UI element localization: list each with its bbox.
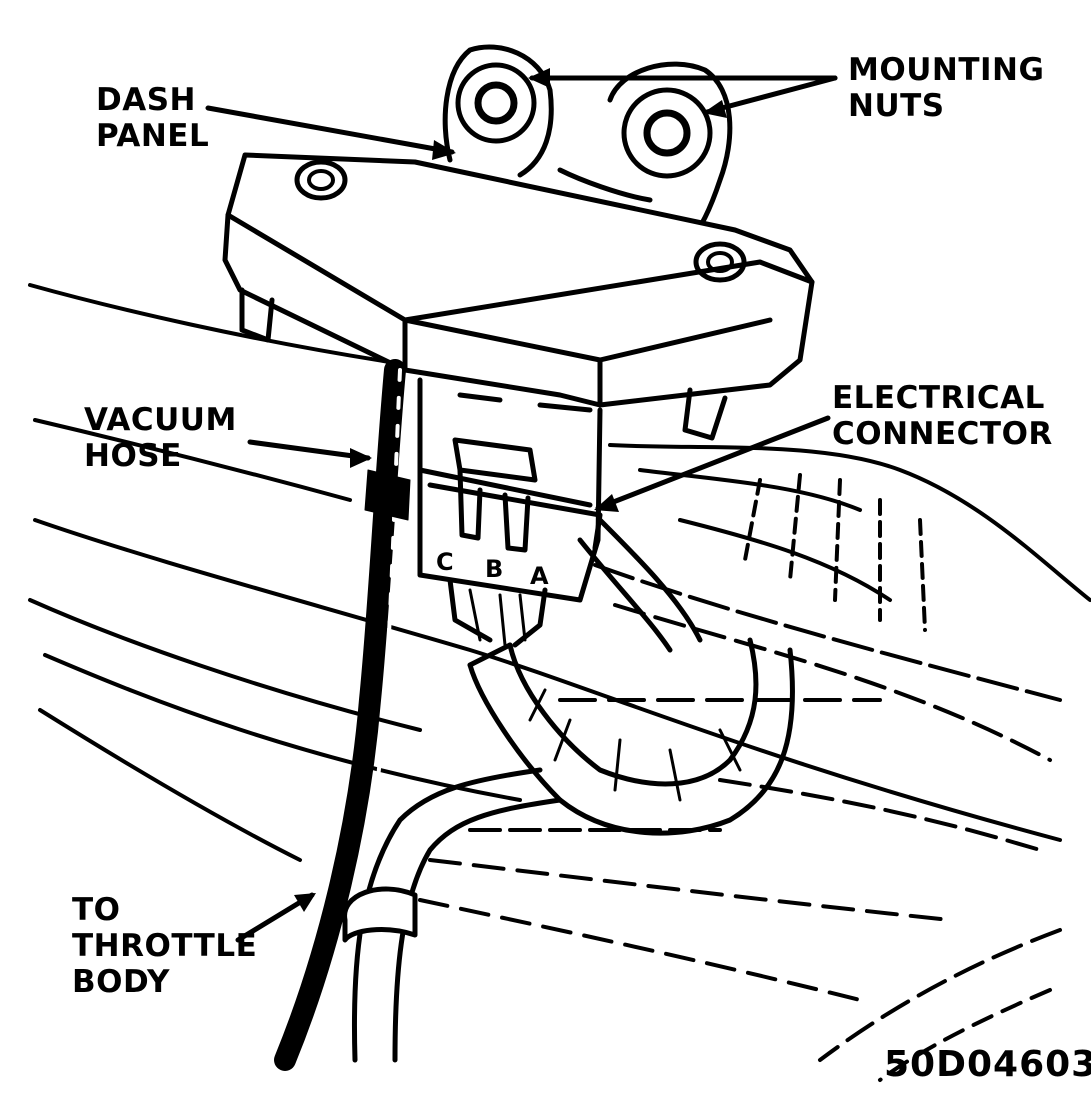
arrowheads bbox=[294, 68, 727, 912]
vacuum-hose-drawing bbox=[274, 359, 411, 1071]
background-contour-lines bbox=[28, 283, 1062, 1082]
to-throttle-body-label-line-2: THROTTLE bbox=[72, 928, 258, 964]
to-throttle-body-label: TO THROTTLE BODY bbox=[72, 892, 257, 1000]
mounting-nuts-label-line-1: MOUNTING bbox=[848, 52, 1045, 88]
mounting-bracket bbox=[442, 44, 733, 243]
figure-id: 50D04603 bbox=[884, 1044, 1091, 1085]
mounting-nuts-label-line-2: NUTS bbox=[848, 88, 945, 124]
air-duct bbox=[608, 443, 1091, 632]
connector-pin-a: A bbox=[530, 562, 549, 590]
vacuum-hose-label-line-1: VACUUM bbox=[84, 402, 237, 438]
wiring-harness bbox=[467, 517, 795, 836]
vacuum-hose-label: VACUUM HOSE bbox=[84, 402, 237, 474]
dash-panel-label-line-1: DASH bbox=[96, 82, 196, 118]
electrical-connector-label-line-1: ELECTRICAL bbox=[832, 380, 1045, 416]
tube-with-clamp bbox=[342, 767, 563, 1063]
vacuum-hose-label-line-2: HOSE bbox=[84, 438, 182, 474]
dash-panel-label-line-2: PANEL bbox=[96, 118, 210, 154]
sensor-module bbox=[222, 152, 815, 603]
dash-panel-label: DASH PANEL bbox=[96, 82, 209, 154]
to-throttle-body-label-line-3: BODY bbox=[72, 964, 170, 1000]
electrical-connector-label: ELECTRICAL CONNECTOR bbox=[832, 380, 1053, 452]
mounting-nuts-label: MOUNTING NUTS bbox=[848, 52, 1044, 124]
to-throttle-body-label-line-1: TO bbox=[72, 892, 121, 928]
electrical-connector-drawing bbox=[427, 437, 603, 648]
electrical-connector-label-line-2: CONNECTOR bbox=[832, 416, 1053, 452]
connector-pin-b: B bbox=[485, 555, 504, 583]
connector-pin-c: C bbox=[436, 548, 454, 576]
